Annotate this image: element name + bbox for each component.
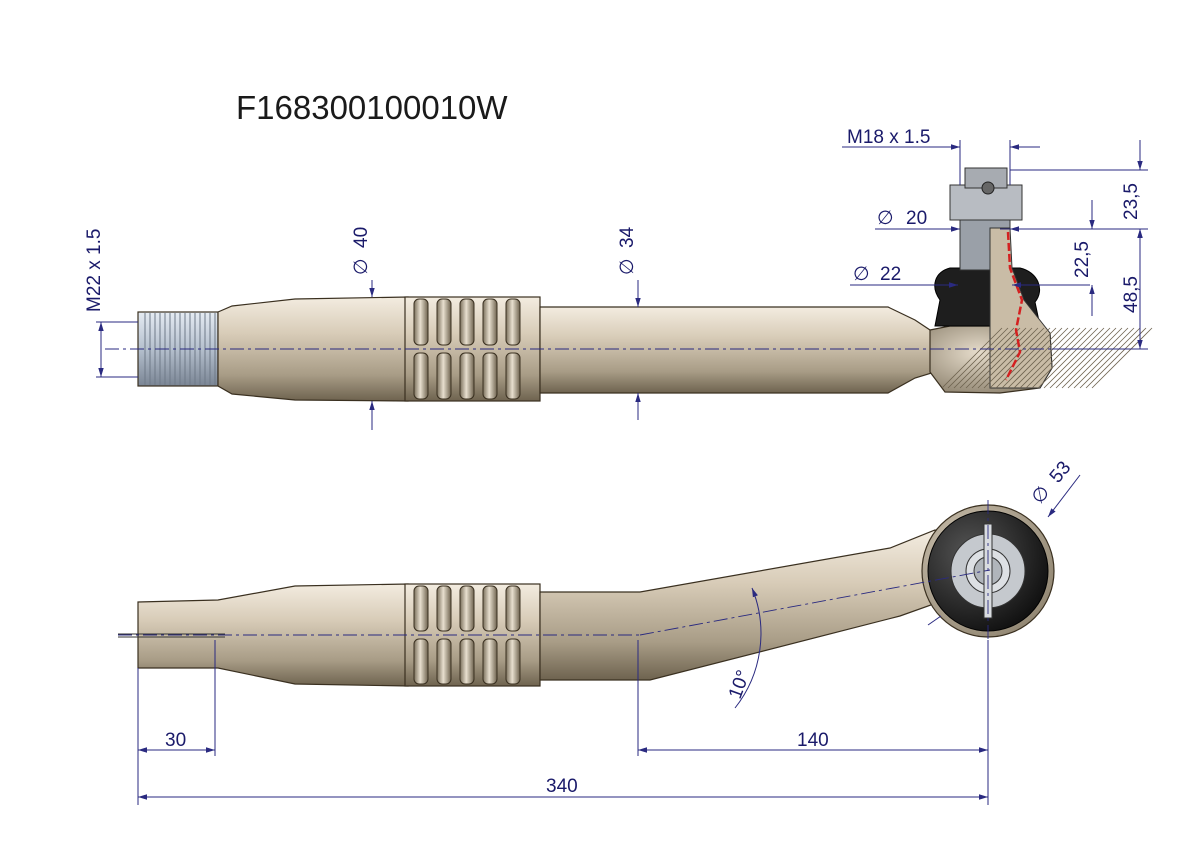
side-view bbox=[137, 167, 1153, 402]
grip-rib bbox=[436, 352, 452, 400]
dim-diam-20-symbol: ∅ bbox=[877, 208, 894, 229]
top-view bbox=[118, 504, 1055, 687]
dim-height-48-5: 48,5 bbox=[1121, 276, 1142, 313]
dim-diam-53-symbol: ∅ bbox=[1028, 482, 1055, 508]
dim-diam-40: 40 bbox=[351, 227, 372, 248]
grip-rib bbox=[459, 352, 475, 400]
dim-diam-53: 53 bbox=[1046, 458, 1076, 488]
center-line-angled bbox=[639, 569, 991, 636]
dim-length-30: 30 bbox=[165, 730, 186, 751]
grip-rib bbox=[436, 638, 452, 685]
dim-length-340: 340 bbox=[546, 776, 578, 797]
dim-height-23-5: 23,5 bbox=[1121, 183, 1142, 220]
dim-diam-34: 34 bbox=[617, 226, 638, 248]
grip-rib bbox=[482, 352, 498, 400]
grip-rib bbox=[413, 638, 429, 685]
grip-rib bbox=[505, 298, 521, 346]
dim-angle: 10° bbox=[725, 668, 755, 702]
dim-diam-22: 22 bbox=[880, 264, 901, 285]
bent-arm bbox=[539, 529, 946, 681]
dim-diam-22-symbol: ∅ bbox=[853, 264, 870, 285]
grip-rib bbox=[482, 298, 498, 346]
dim-diam-40-symbol: ∅ bbox=[351, 258, 372, 275]
dimensions: M22 x 1.5 ∅ 40 ∅ 34 M18 x 1.5 ∅ 20 ∅ 22 … bbox=[84, 127, 1148, 805]
dim-stud-thread: M18 x 1.5 bbox=[847, 127, 930, 148]
grip-rib bbox=[459, 585, 475, 632]
dim-diam-34-symbol: ∅ bbox=[617, 258, 638, 275]
dim-height-22-5: 22,5 bbox=[1072, 241, 1093, 278]
grip-rib bbox=[413, 352, 429, 400]
grip-rib bbox=[482, 638, 498, 685]
dim-diam-20: 20 bbox=[906, 208, 927, 229]
grip-rib bbox=[413, 298, 429, 346]
grip-rib bbox=[505, 585, 521, 632]
grip-rib bbox=[436, 585, 452, 632]
grip-rib bbox=[413, 585, 429, 632]
part-number-title: F168300100010W bbox=[236, 89, 508, 126]
grip-rib bbox=[505, 638, 521, 685]
grip-rib bbox=[436, 298, 452, 346]
grip-rib bbox=[459, 298, 475, 346]
dim-thread-end: M22 x 1.5 bbox=[84, 229, 105, 312]
section-red-line bbox=[1004, 231, 1024, 381]
grip-rib bbox=[505, 352, 521, 400]
dim-length-140: 140 bbox=[797, 730, 829, 751]
grip-rib bbox=[459, 638, 475, 685]
grip-rib bbox=[482, 585, 498, 632]
main-rod bbox=[539, 306, 936, 394]
